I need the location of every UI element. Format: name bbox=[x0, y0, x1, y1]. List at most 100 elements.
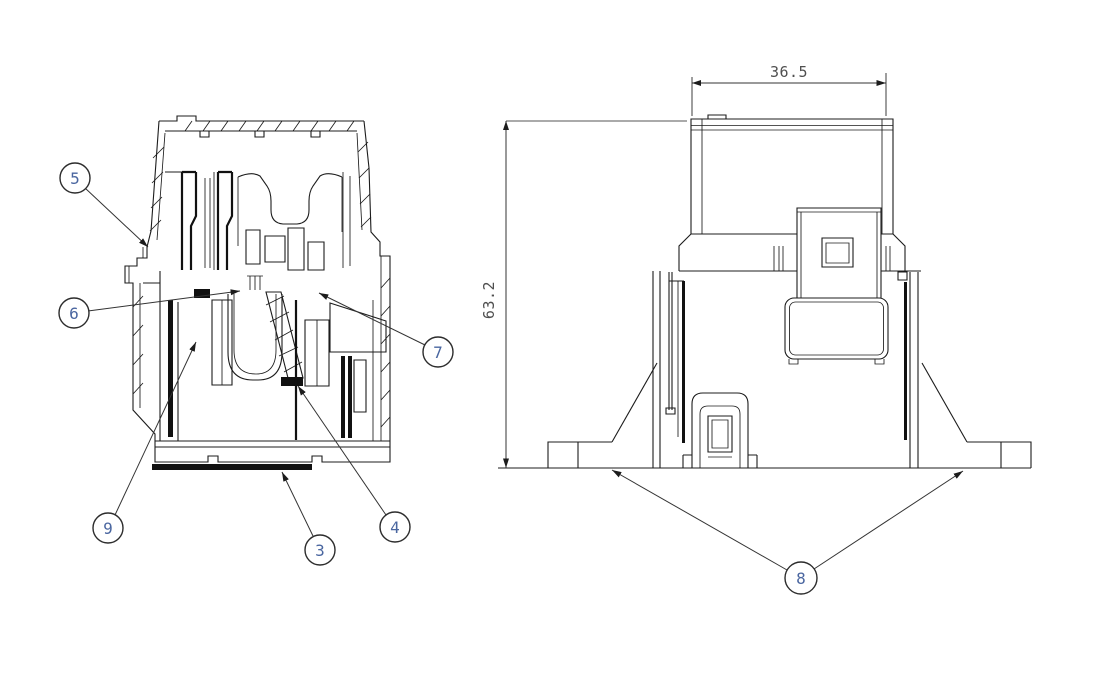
balloon-7-circle bbox=[423, 337, 453, 367]
leader-3 bbox=[282, 472, 313, 536]
side-shoulder-left bbox=[679, 234, 797, 271]
bracket-outer bbox=[692, 393, 748, 468]
dimension-height-value: 63.2 bbox=[480, 281, 498, 319]
side-shoulder-right bbox=[881, 234, 921, 271]
slanted-terminal-foot bbox=[281, 377, 303, 386]
contact-bar bbox=[194, 289, 210, 298]
component-box-5 bbox=[308, 242, 324, 270]
flange-right bbox=[967, 442, 1031, 468]
balloon-3-label: 3 bbox=[315, 541, 325, 560]
dimension-width-value: 36.5 bbox=[770, 63, 808, 81]
seal-collar-feet bbox=[789, 359, 884, 364]
balloon-8-circle bbox=[785, 562, 817, 594]
gusset-right bbox=[922, 363, 967, 442]
dimension-height: 63.2 bbox=[480, 121, 687, 468]
section-outer-left-wall bbox=[125, 121, 159, 441]
terminal-pin-right-1 bbox=[341, 356, 345, 438]
latch-outline bbox=[797, 208, 881, 298]
side-top-tab bbox=[708, 115, 726, 119]
terminal-pin-right-2 bbox=[348, 356, 352, 438]
right-trapezoid-block bbox=[330, 303, 386, 352]
balloon-6-circle bbox=[59, 298, 89, 328]
side-wall-right-pin bbox=[904, 282, 907, 440]
side-wall-right bbox=[910, 272, 918, 468]
terminal-tower-left bbox=[182, 172, 196, 270]
side-wall-left bbox=[653, 271, 660, 468]
section-hatch-left-cap bbox=[150, 147, 164, 231]
central-arch-outer bbox=[228, 294, 282, 380]
balloon-5: 5 bbox=[60, 163, 90, 193]
balloon-4-circle bbox=[380, 512, 410, 542]
central-arch-inner bbox=[234, 294, 276, 374]
section-outer-top bbox=[159, 116, 364, 121]
callout-leaders bbox=[85, 188, 963, 570]
side-wall-left-slot-end bbox=[666, 408, 675, 414]
side-wall-left-slot bbox=[669, 272, 684, 410]
bracket-inner bbox=[700, 406, 740, 468]
terminal-channels bbox=[205, 172, 350, 270]
balloon-5-circle bbox=[60, 163, 90, 193]
side-view: 36.5 63.2 bbox=[480, 63, 1031, 468]
gusset-left bbox=[612, 363, 657, 442]
leader-4 bbox=[298, 386, 386, 515]
side-wall-left-pin bbox=[682, 281, 685, 443]
terminal-tower-mid bbox=[218, 172, 232, 270]
balloon-9: 9 bbox=[93, 513, 123, 543]
side-top-box-rim-lines bbox=[691, 126, 893, 131]
balloon-6-label: 6 bbox=[69, 304, 79, 323]
dimension-height-extension-lines bbox=[498, 121, 687, 468]
side-shoulder-left-ribs bbox=[774, 246, 783, 271]
balloon-3: 3 bbox=[305, 535, 335, 565]
component-box-2 bbox=[246, 230, 260, 264]
balloon-7-label: 7 bbox=[433, 343, 443, 362]
flange-left bbox=[548, 442, 612, 468]
mid-verticals bbox=[143, 271, 178, 441]
section-view bbox=[125, 116, 390, 470]
section-band-ticks bbox=[185, 121, 354, 131]
side-wall-right-step bbox=[898, 272, 907, 280]
seal-collar-outer bbox=[785, 298, 888, 359]
section-hatch-right-cap bbox=[358, 142, 371, 227]
component-box-3 bbox=[265, 236, 285, 262]
section-inner-walls bbox=[129, 133, 381, 441]
leader-8-left bbox=[612, 470, 787, 570]
dimension-width: 36.5 bbox=[692, 63, 886, 116]
bracket-feet bbox=[683, 455, 757, 468]
bottom-plate-top bbox=[155, 441, 390, 447]
component-box-4 bbox=[288, 228, 304, 270]
bottom-gasket-bar bbox=[152, 464, 312, 470]
cavity-sides bbox=[238, 177, 342, 246]
leader-5 bbox=[85, 188, 148, 247]
leader-7 bbox=[319, 293, 425, 345]
side-top-box bbox=[691, 119, 893, 234]
balloon-9-label: 9 bbox=[103, 519, 113, 538]
section-hatch-left-wall bbox=[133, 296, 143, 394]
bottom-plate-outline bbox=[155, 441, 390, 462]
component-comb bbox=[247, 276, 263, 290]
bracket-window-inner bbox=[712, 420, 728, 448]
balloon-8: 8 bbox=[785, 562, 817, 594]
component-box-7 bbox=[354, 360, 366, 412]
leader-9 bbox=[115, 342, 196, 515]
latch-window-outer bbox=[822, 238, 853, 267]
latch-window-inner bbox=[826, 243, 849, 263]
seal-collar-inner bbox=[790, 302, 884, 355]
side-shoulder-right-ribs bbox=[886, 246, 890, 271]
cavity-profile bbox=[238, 174, 342, 224]
balloon-5-label: 5 bbox=[70, 169, 80, 188]
leader-8-right bbox=[814, 471, 963, 569]
section-band-notches bbox=[200, 131, 320, 137]
balloon-4: 4 bbox=[380, 512, 410, 542]
callout-balloons: 5 6 9 3 4 7 8 bbox=[59, 163, 817, 594]
leader-6 bbox=[88, 289, 240, 311]
balloon-7: 7 bbox=[423, 337, 453, 367]
balloon-4-label: 4 bbox=[390, 518, 400, 537]
balloon-6: 6 bbox=[59, 298, 89, 328]
slanted-terminal-hatch bbox=[266, 296, 302, 372]
balloon-8-label: 8 bbox=[796, 569, 806, 588]
balloon-3-circle bbox=[305, 535, 335, 565]
balloon-9-circle bbox=[93, 513, 123, 543]
terminal-pin-left bbox=[168, 300, 173, 437]
